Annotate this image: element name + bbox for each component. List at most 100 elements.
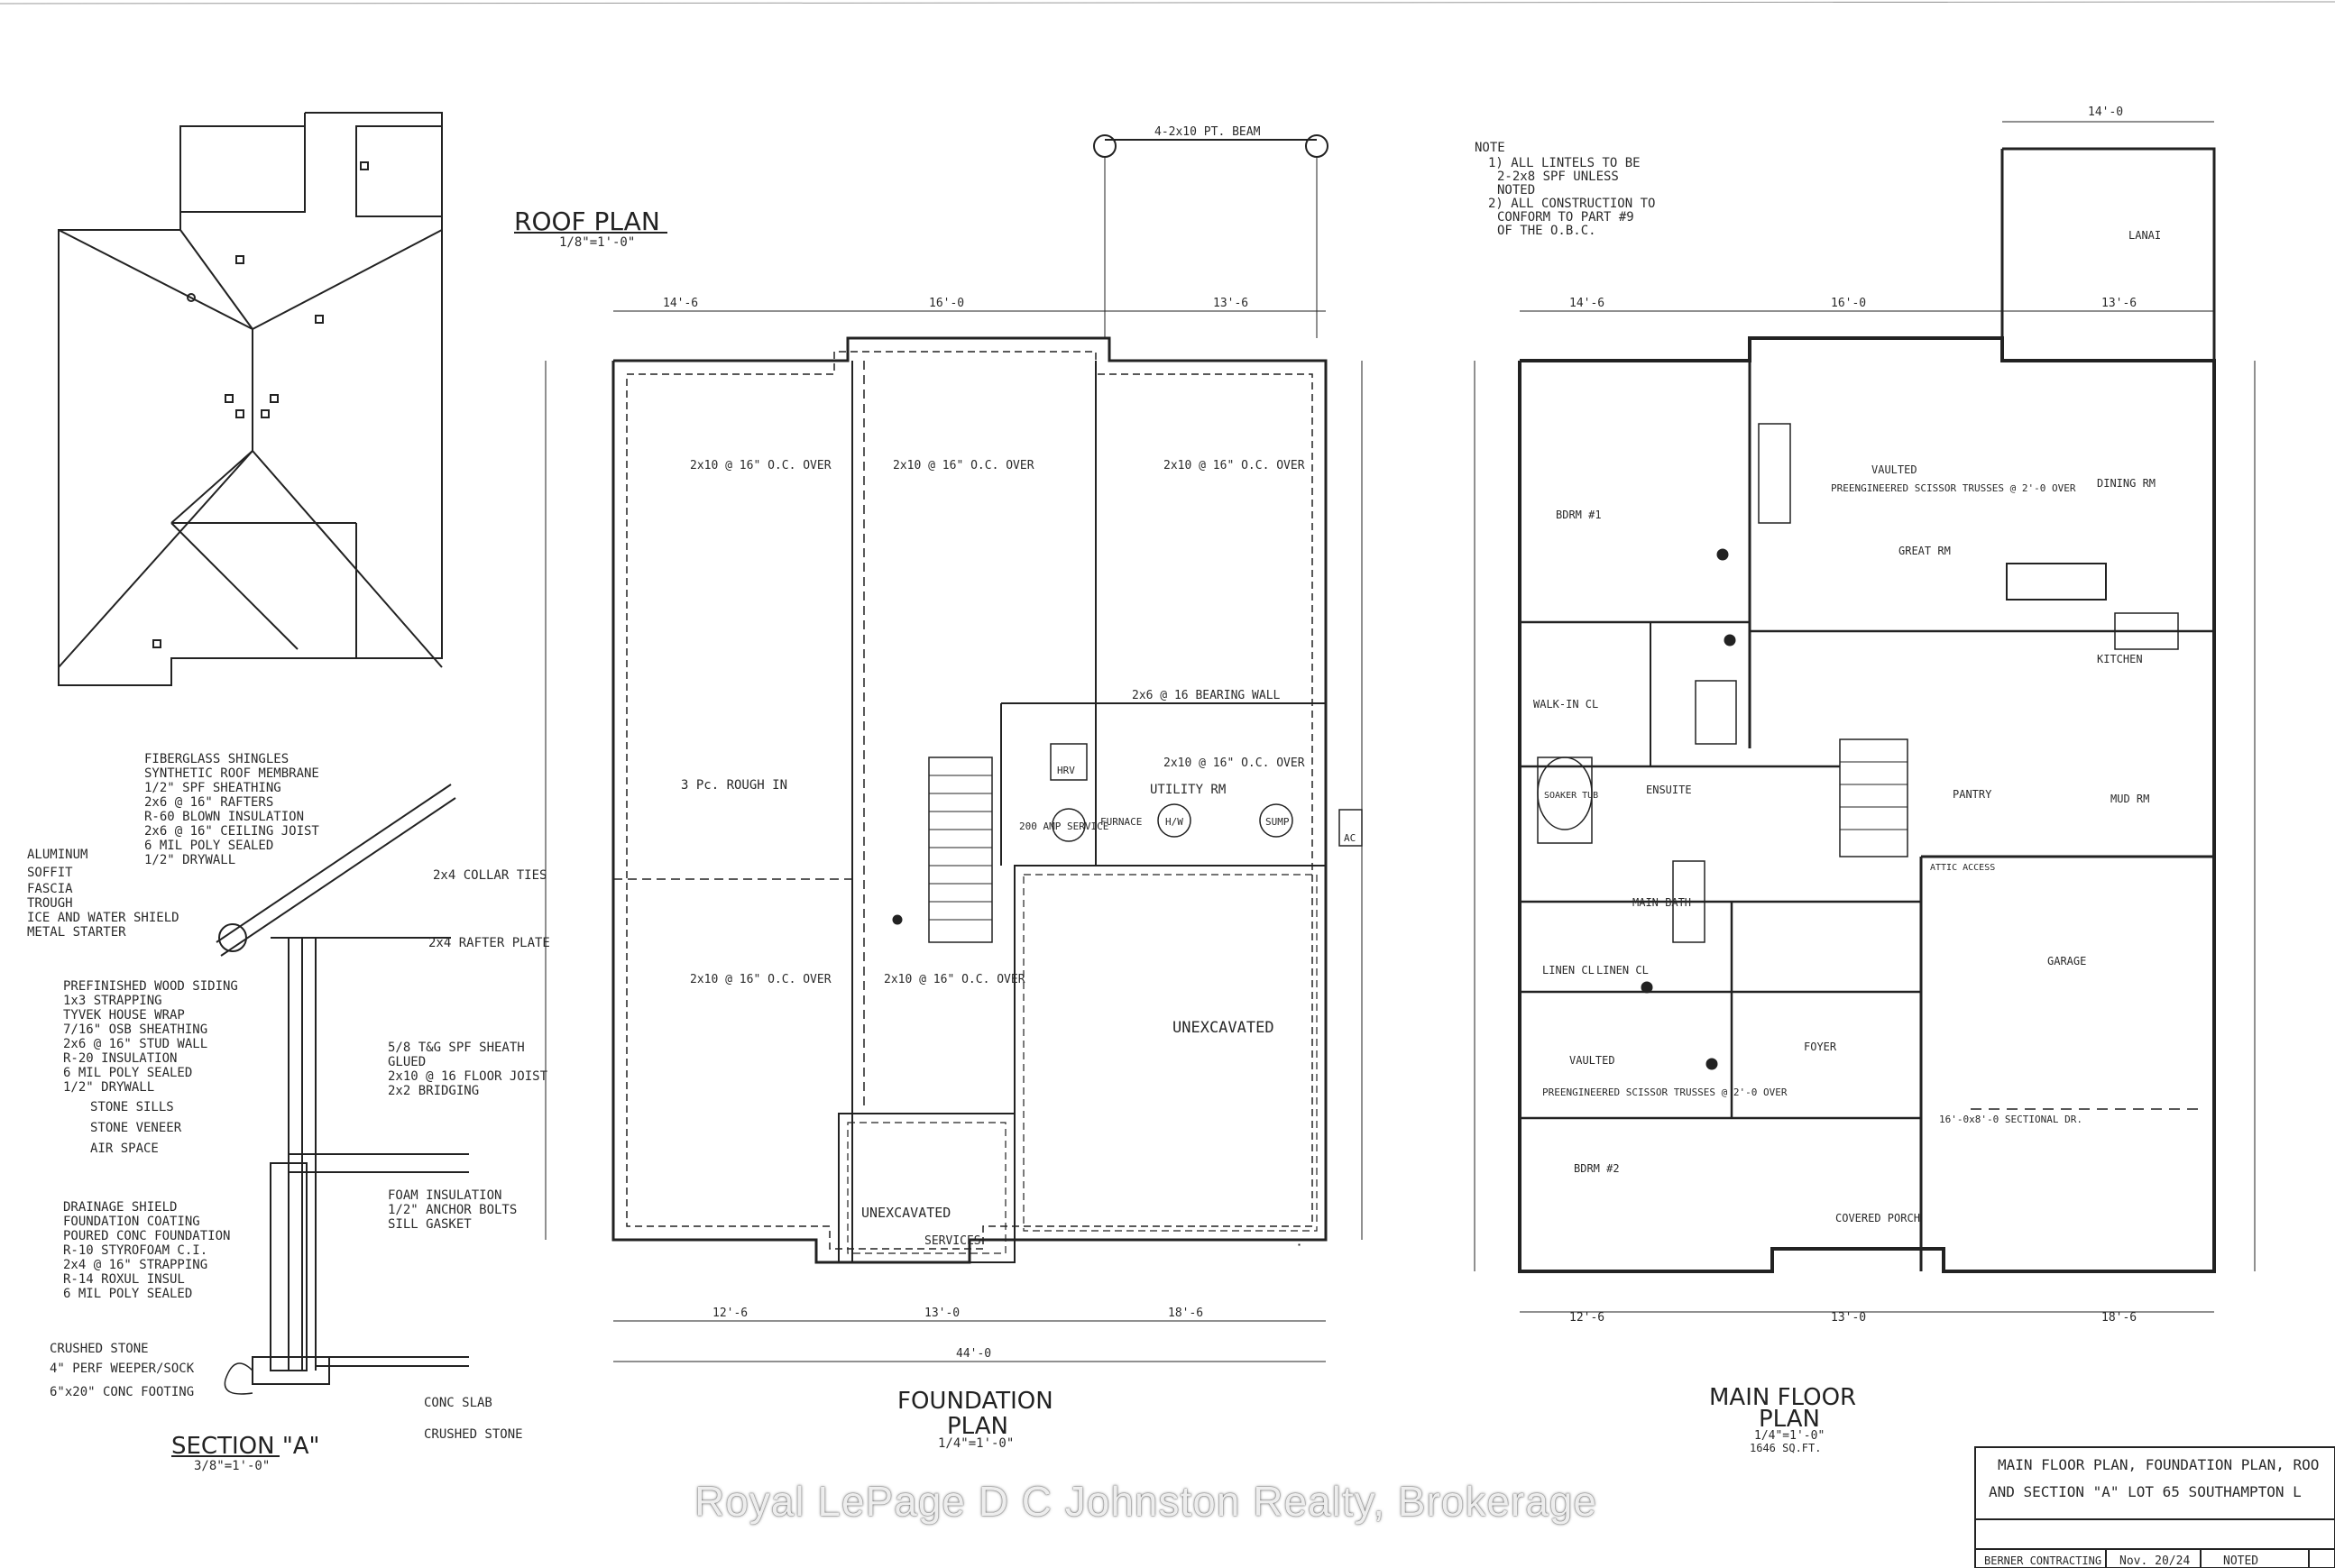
svg-text:MAIN BATH: MAIN BATH	[1632, 896, 1691, 909]
svg-text:SYNTHETIC ROOF MEMBRANE: SYNTHETIC ROOF MEMBRANE	[144, 766, 319, 781]
svg-text:METAL STARTER: METAL STARTER	[27, 925, 126, 940]
svg-text:2x4 @ 16" STRAPPING: 2x4 @ 16" STRAPPING	[63, 1258, 207, 1272]
svg-text:COVERED PORCH: COVERED PORCH	[1835, 1212, 1920, 1224]
svg-text:Nov. 20/24: Nov. 20/24	[2119, 1554, 2190, 1568]
svg-text:13'-0: 13'-0	[924, 1307, 960, 1320]
title-block	[1974, 1446, 2335, 1568]
svg-text:TROUGH: TROUGH	[27, 896, 73, 911]
svg-text:14'-6: 14'-6	[1569, 297, 1604, 310]
svg-text:VAULTED: VAULTED	[1569, 1054, 1615, 1067]
svg-text:WALK-IN CL: WALK-IN CL	[1533, 698, 1598, 711]
svg-text:R-20 INSULATION: R-20 INSULATION	[63, 1051, 177, 1066]
svg-text:FOAM INSULATION: FOAM INSULATION	[388, 1188, 501, 1203]
foundation-title-2: PLAN	[947, 1413, 1008, 1440]
svg-text:1/2" SPF SHEATHING: 1/2" SPF SHEATHING	[144, 781, 281, 795]
svg-text:FURNACE: FURNACE	[1100, 816, 1142, 828]
svg-text:SUMP: SUMP	[1265, 816, 1290, 828]
svg-text:13'-6: 13'-6	[1213, 297, 1248, 310]
svg-text:KITCHEN: KITCHEN	[2097, 653, 2143, 665]
svg-text:BERNER CONTRACTING: BERNER CONTRACTING	[1984, 1554, 2101, 1567]
svg-text:16'-0x8'-0 SECTIONAL DR.: 16'-0x8'-0 SECTIONAL DR.	[1939, 1114, 2082, 1125]
svg-text:6 MIL POLY SEALED: 6 MIL POLY SEALED	[63, 1066, 192, 1080]
main-floor-rooms: LANAI BDRM #1 GREAT RM DINING RM KITCHEN…	[1533, 105, 2161, 1325]
main-floor-title: MAIN FLOOR	[1709, 1384, 1856, 1411]
svg-text:2x4 RAFTER PLATE: 2x4 RAFTER PLATE	[428, 936, 550, 950]
section-a-drawing	[216, 784, 469, 1395]
svg-text:ENSUITE: ENSUITE	[1646, 784, 1692, 796]
svg-text:LINEN CL: LINEN CL	[1596, 964, 1649, 977]
svg-text:2x10 @ 16" O.C. OVER: 2x10 @ 16" O.C. OVER	[690, 459, 832, 472]
svg-text:NOTE: NOTE	[1475, 141, 1505, 155]
svg-text:14'-0: 14'-0	[2088, 105, 2123, 119]
svg-text:SOAKER TUB: SOAKER TUB	[1544, 791, 1598, 801]
svg-text:HRV: HRV	[1057, 765, 1075, 776]
svg-text:2x10 @ 16" O.C. OVER: 2x10 @ 16" O.C. OVER	[1163, 756, 1305, 770]
svg-text:2x10 @ 16" O.C. OVER: 2x10 @ 16" O.C. OVER	[1163, 459, 1305, 472]
svg-text:12'-6: 12'-6	[712, 1307, 748, 1320]
svg-text:FASCIA: FASCIA	[27, 882, 73, 896]
svg-text:STONE SILLS: STONE SILLS	[90, 1100, 174, 1114]
svg-text:ALUMINUM: ALUMINUM	[27, 848, 87, 862]
svg-text:2-2x8 SPF UNLESS: 2-2x8 SPF UNLESS	[1497, 170, 1619, 184]
svg-text:2x6 @ 16" CEILING JOIST: 2x6 @ 16" CEILING JOIST	[144, 824, 319, 839]
svg-text:CONC SLAB: CONC SLAB	[424, 1396, 492, 1410]
svg-text:STONE VENEER: STONE VENEER	[90, 1121, 182, 1135]
svg-text:2x10 @ 16" O.C. OVER: 2x10 @ 16" O.C. OVER	[690, 973, 832, 986]
svg-text:FOUNDATION COATING: FOUNDATION COATING	[63, 1215, 200, 1229]
svg-text:BDRM #2: BDRM #2	[1574, 1162, 1620, 1175]
svg-text:ATTIC ACCESS: ATTIC ACCESS	[1930, 863, 1995, 873]
svg-text:1/2" DRYWALL: 1/2" DRYWALL	[144, 853, 235, 867]
svg-text:2) ALL CONSTRUCTION TO: 2) ALL CONSTRUCTION TO	[1488, 197, 1655, 211]
svg-text:44'-0: 44'-0	[956, 1347, 991, 1361]
svg-text:POURED CONC FOUNDATION: POURED CONC FOUNDATION	[63, 1229, 230, 1243]
svg-text:CRUSHED STONE: CRUSHED STONE	[424, 1427, 523, 1442]
main-floor-area: 1646 SQ.FT.	[1750, 1442, 1821, 1454]
svg-text:PREFINISHED WOOD SIDING: PREFINISHED WOOD SIDING	[63, 979, 238, 994]
roof-plan	[58, 112, 443, 686]
svg-text:AND SECTION "A" LOT 65 SOUTHA: AND SECTION "A" LOT 65 SOUTHAMPTON L	[1989, 1483, 2302, 1500]
svg-text:16'-0: 16'-0	[1831, 297, 1866, 310]
svg-text:1/2" ANCHOR BOLTS: 1/2" ANCHOR BOLTS	[388, 1203, 517, 1217]
svg-text:18'-6: 18'-6	[1168, 1307, 1203, 1320]
svg-text:2x10 @ 16 FLOOR JOIST: 2x10 @ 16 FLOOR JOIST	[388, 1069, 548, 1084]
svg-text:BDRM #1: BDRM #1	[1556, 509, 1602, 521]
main-floor-title-2: PLAN	[1759, 1406, 1820, 1433]
svg-text:R-14 ROXUL INSUL: R-14 ROXUL INSUL	[63, 1272, 185, 1287]
main-floor-notes: NOTE 1) ALL LINTELS TO BE 2-2x8 SPF UNLE…	[1475, 141, 1655, 238]
svg-text:TYVEK HOUSE WRAP: TYVEK HOUSE WRAP	[63, 1008, 185, 1022]
svg-text:200 AMP SERVICE: 200 AMP SERVICE	[1019, 821, 1108, 832]
foundation-labels: 4-2x10 PT. BEAM 3 Pc. ROUGH IN UTILITY R…	[663, 125, 1356, 1361]
svg-text:5/8 T&G SPF SHEATH: 5/8 T&G SPF SHEATH	[388, 1041, 525, 1055]
svg-text:1x3 STRAPPING: 1x3 STRAPPING	[63, 994, 162, 1008]
svg-text:2x4 COLLAR TIES: 2x4 COLLAR TIES	[433, 868, 547, 883]
svg-text:6"x20" CONC FOOTING: 6"x20" CONC FOOTING	[50, 1385, 194, 1399]
watermark: Royal LePage D C Johnston Realty, Broker…	[694, 1478, 1598, 1525]
svg-text:VAULTED: VAULTED	[1871, 463, 1917, 476]
svg-text:4-2x10 PT. BEAM: 4-2x10 PT. BEAM	[1154, 125, 1261, 139]
svg-text:DINING RM: DINING RM	[2097, 477, 2156, 490]
svg-text:UNEXCAVATED: UNEXCAVATED	[1172, 1019, 1274, 1037]
svg-text:16'-0: 16'-0	[929, 297, 964, 310]
svg-text:R-60 BLOWN INSULATION: R-60 BLOWN INSULATION	[144, 810, 304, 824]
svg-text:2x6 @ 16" STUD WALL: 2x6 @ 16" STUD WALL	[63, 1037, 207, 1051]
svg-text:ICE AND WATER SHIELD: ICE AND WATER SHIELD	[27, 911, 179, 925]
foundation-title: FOUNDATION	[897, 1388, 1053, 1415]
svg-text:1) ALL LINTELS TO BE: 1) ALL LINTELS TO BE	[1488, 156, 1641, 170]
svg-text:UTILITY RM: UTILITY RM	[1150, 783, 1226, 797]
svg-text:SOFFIT: SOFFIT	[27, 866, 73, 880]
svg-text:FIBERGLASS SHINGLES: FIBERGLASS SHINGLES	[144, 752, 289, 766]
foundation-plan	[545, 134, 1363, 1362]
svg-text:13'-6: 13'-6	[2101, 297, 2137, 310]
roof-plan-scale: 1/8"=1'-0"	[559, 235, 635, 250]
svg-text:DRAINAGE SHIELD: DRAINAGE SHIELD	[63, 1200, 177, 1215]
svg-text:PREENGINEERED SCISSOR TRUSSES: PREENGINEERED SCISSOR TRUSSES @ 2'-0 OVE…	[1831, 482, 2076, 494]
svg-text:18'-6: 18'-6	[2101, 1311, 2137, 1325]
foundation-scale: 1/4"=1'-0"	[938, 1436, 1014, 1451]
svg-text:UNEXCAVATED: UNEXCAVATED	[861, 1205, 951, 1221]
svg-text:6 MIL POLY SEALED: 6 MIL POLY SEALED	[63, 1287, 192, 1301]
svg-text:CONFORM TO PART #9: CONFORM TO PART #9	[1497, 210, 1634, 225]
svg-text:AIR SPACE: AIR SPACE	[90, 1142, 159, 1156]
svg-text:2x6 @ 16 BEARING WALL: 2x6 @ 16 BEARING WALL	[1132, 689, 1281, 702]
section-a-notes: FIBERGLASS SHINGLES SYNTHETIC ROOF MEMBR…	[27, 752, 550, 1442]
svg-text:MUD RM: MUD RM	[2110, 793, 2149, 805]
